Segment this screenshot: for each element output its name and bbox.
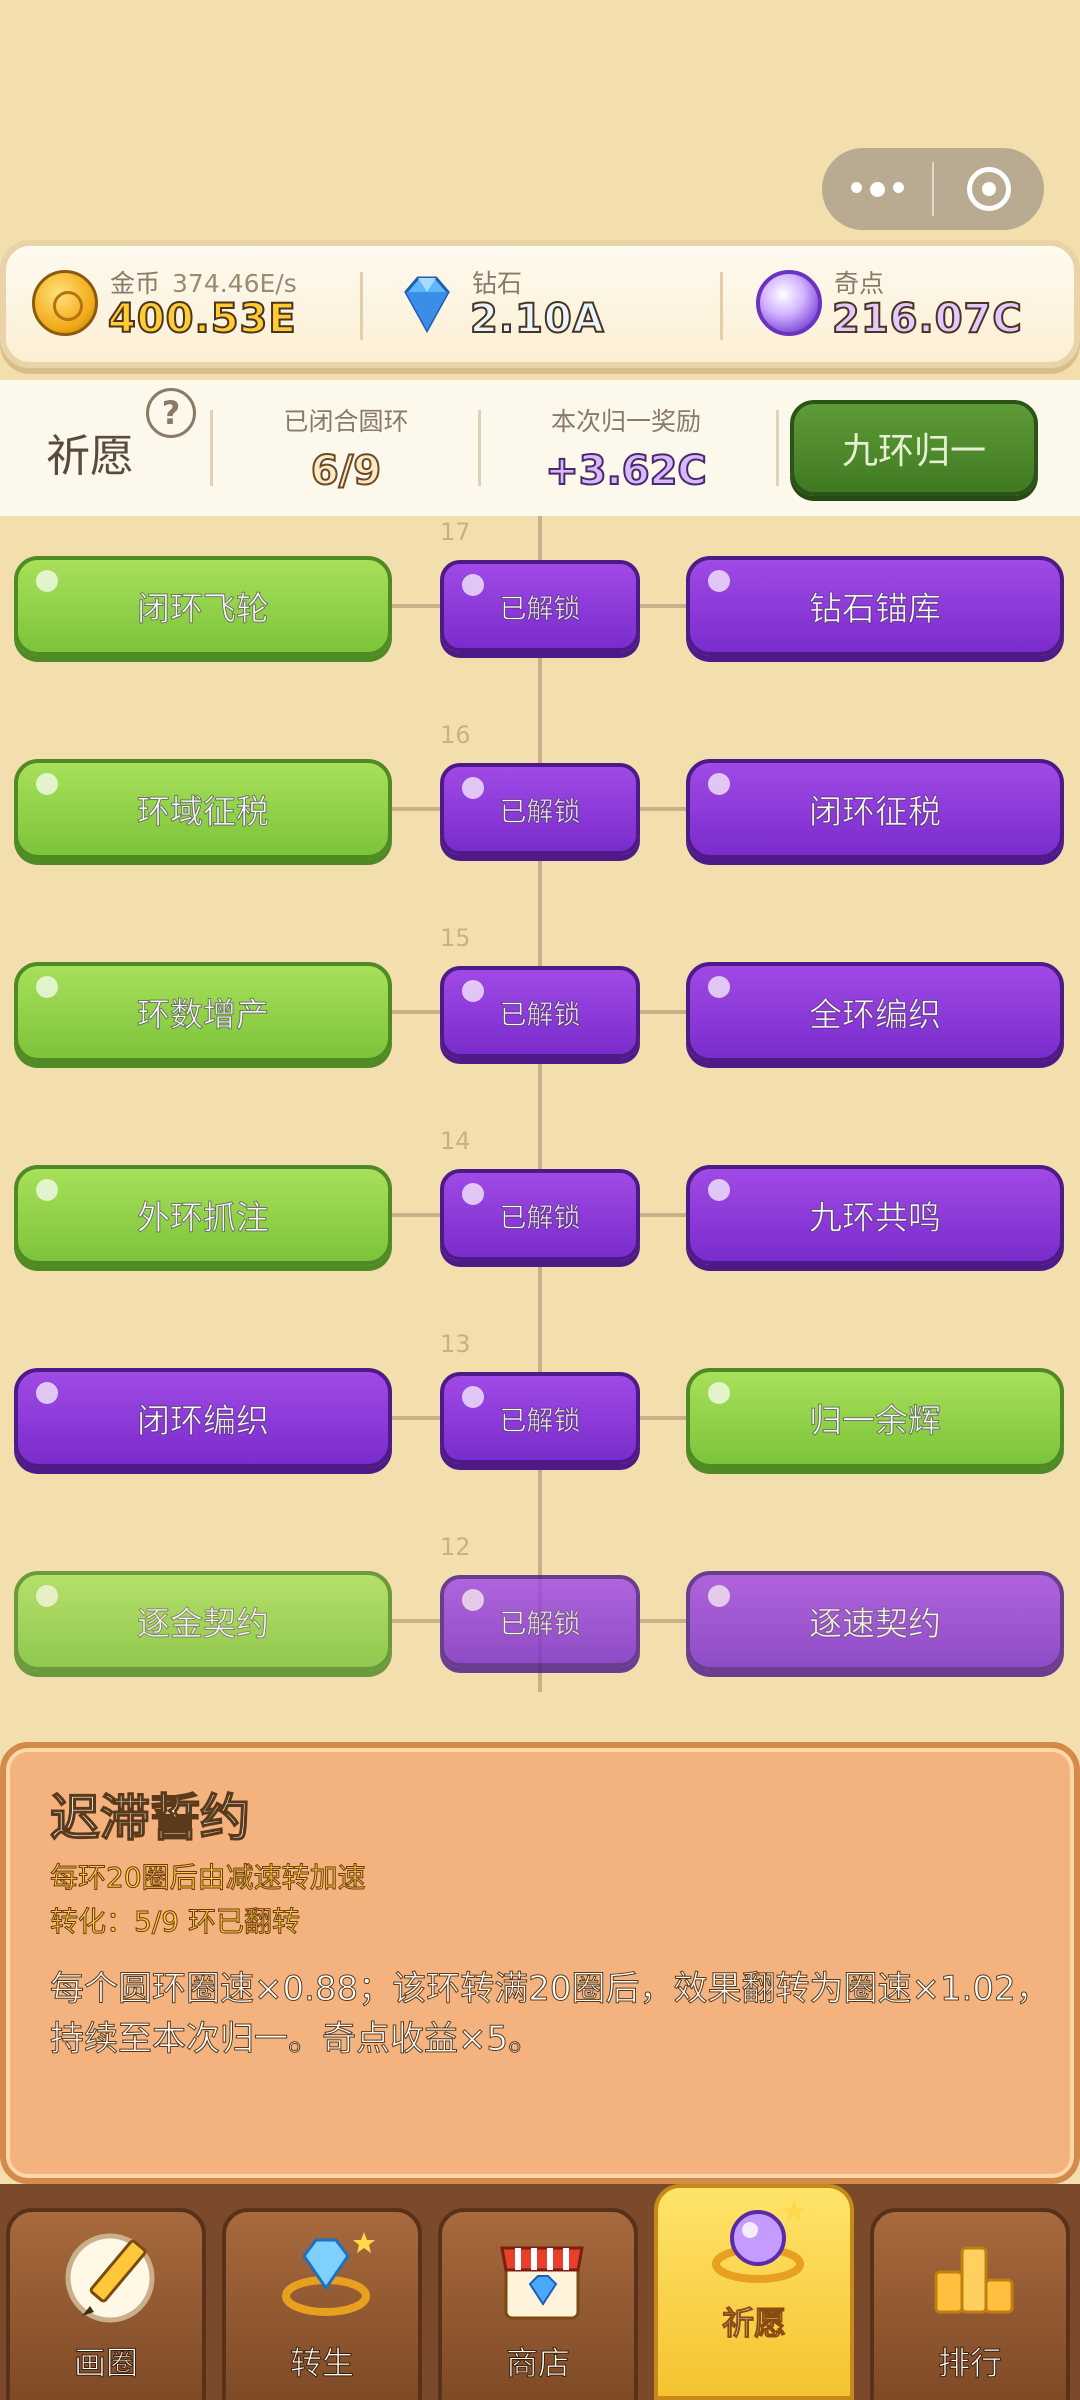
tree-row: 13 闭环编织 已解锁 归一余辉 bbox=[0, 1330, 1080, 1468]
gold-label: 金币 bbox=[110, 269, 161, 298]
tab-2[interactable]: 商店 bbox=[438, 2208, 638, 2400]
reward-value: +3.62C bbox=[544, 447, 708, 495]
tree-node-left[interactable]: 闭环编织 bbox=[14, 1368, 392, 1468]
tree-connector bbox=[392, 604, 440, 608]
detail-line-1: 每环20圈后由减速转加速 bbox=[50, 1861, 367, 1895]
diamond-ring-icon bbox=[276, 2226, 376, 2326]
tree-node-left[interactable]: 外环抓注 bbox=[14, 1165, 392, 1265]
tree-node-right[interactable]: 逐速契约 bbox=[686, 1571, 1064, 1671]
tree-level: 13 bbox=[440, 1330, 471, 1358]
unify-reward-stat: 本次归一奖励 +3.62C bbox=[506, 402, 746, 495]
tree-node-status[interactable]: 已解锁 bbox=[440, 560, 640, 652]
tree-node-right[interactable]: 归一余辉 bbox=[686, 1368, 1064, 1468]
tree-node-right[interactable]: 闭环征税 bbox=[686, 759, 1064, 859]
tree-connector bbox=[640, 1010, 686, 1014]
currency-bar: 金币 374.46E/s 400.53E 钻石 2.10A 奇点 216.07C bbox=[0, 240, 1080, 368]
tree-connector bbox=[640, 604, 686, 608]
tree-node-left[interactable]: 闭环飞轮 bbox=[14, 556, 392, 656]
tree-connector bbox=[640, 807, 686, 811]
tree-connector bbox=[392, 1619, 440, 1623]
closed-rings-stat: 已闭合圆环 6/9 bbox=[226, 402, 466, 495]
tree-node-left[interactable]: 逐金契约 bbox=[14, 1571, 392, 1671]
tree-connector bbox=[392, 807, 440, 811]
tree-connector bbox=[392, 1213, 440, 1217]
tree-connector bbox=[640, 1619, 686, 1623]
tree-row: 17 闭环飞轮 已解锁 钻石锚库 bbox=[0, 518, 1080, 656]
tree-level: 15 bbox=[440, 924, 471, 952]
gold-coin-icon bbox=[32, 270, 98, 336]
odd-point-orb-icon bbox=[756, 270, 822, 336]
closed-rings-value: 6/9 bbox=[310, 447, 382, 495]
tab-label: 画圈 bbox=[73, 2344, 138, 2383]
prayer-info-bar: 祈愿 ? 已闭合圆环 6/9 本次归一奖励 +3.62C 九环归一 bbox=[0, 380, 1080, 516]
closed-rings-label: 已闭合圆环 bbox=[283, 407, 409, 436]
info-divider bbox=[210, 410, 213, 486]
capsule-divider bbox=[932, 162, 934, 216]
pencil-icon bbox=[60, 2226, 160, 2326]
skill-tree[interactable]: 17 闭环飞轮 已解锁 钻石锚库 16 环域征税 已解锁 闭环征税 15 环数增… bbox=[0, 516, 1080, 1692]
tab-3[interactable]: 祈愿 bbox=[654, 2184, 854, 2400]
tree-level: 14 bbox=[440, 1127, 471, 1155]
tree-node-right[interactable]: 全环编织 bbox=[686, 962, 1064, 1062]
close-miniprogram-icon[interactable] bbox=[934, 167, 1044, 211]
tree-row: 16 环域征税 已解锁 闭环征税 bbox=[0, 721, 1080, 859]
more-menu-icon[interactable] bbox=[822, 181, 932, 197]
shop-icon bbox=[492, 2226, 592, 2326]
tree-trunk bbox=[538, 516, 542, 1692]
prayer-title: 祈愿 bbox=[46, 431, 134, 482]
tree-row: 15 环数增产 已解锁 全环编织 bbox=[0, 924, 1080, 1062]
unify-button[interactable]: 九环归一 bbox=[790, 400, 1038, 496]
tab-label: 排行 bbox=[937, 2344, 1002, 2383]
detail-panel: 迟滞誓约 每环20圈后由减速转加速 转化：5/9 环已翻转 每个圆环圈速×0.8… bbox=[0, 1742, 1080, 2184]
tab-0[interactable]: 画圈 bbox=[6, 2208, 206, 2400]
tree-node-status[interactable]: 已解锁 bbox=[440, 966, 640, 1058]
tab-label: 商店 bbox=[505, 2344, 570, 2383]
diamond-icon bbox=[404, 276, 450, 334]
diamond-label: 钻石 bbox=[472, 269, 523, 298]
tree-row: 12 逐金契约 已解锁 逐速契约 bbox=[0, 1533, 1080, 1671]
currency-divider bbox=[360, 272, 363, 340]
tree-node-left[interactable]: 环数增产 bbox=[14, 962, 392, 1062]
tree-node-status[interactable]: 已解锁 bbox=[440, 1169, 640, 1261]
tab-label: 转生 bbox=[289, 2344, 354, 2383]
tree-node-status[interactable]: 已解锁 bbox=[440, 763, 640, 855]
tree-level: 16 bbox=[440, 721, 471, 749]
detail-line-2: 转化：5/9 环已翻转 bbox=[50, 1905, 301, 1939]
currency-divider bbox=[720, 272, 723, 340]
tree-node-status[interactable]: 已解锁 bbox=[440, 1372, 640, 1464]
tab-4[interactable]: 排行 bbox=[870, 2208, 1070, 2400]
help-icon[interactable]: ? bbox=[146, 388, 196, 438]
gold-rate: 374.46E/s bbox=[172, 269, 297, 298]
tree-connector bbox=[392, 1010, 440, 1014]
tree-connector bbox=[640, 1213, 686, 1217]
tab-1[interactable]: 转生 bbox=[222, 2208, 422, 2400]
tree-node-left[interactable]: 环域征税 bbox=[14, 759, 392, 859]
odd-point-value: 216.07C bbox=[831, 295, 1023, 343]
miniprogram-capsule bbox=[822, 148, 1044, 230]
tree-node-right[interactable]: 钻石锚库 bbox=[686, 556, 1064, 656]
gold-value: 400.53E bbox=[107, 295, 297, 343]
podium-icon bbox=[924, 2226, 1024, 2326]
detail-title: 迟滞誓约 bbox=[49, 1788, 252, 1849]
tree-level: 12 bbox=[440, 1533, 471, 1561]
info-divider bbox=[478, 410, 481, 486]
tree-node-right[interactable]: 九环共鸣 bbox=[686, 1165, 1064, 1265]
tree-connector bbox=[392, 1416, 440, 1420]
detail-body: 每个圆环圈速×0.88；该环转满20圈后，效果翻转为圈速×1.02，持续至本次归… bbox=[50, 1969, 1051, 2060]
odd-point-label: 奇点 bbox=[834, 269, 885, 298]
tree-level: 17 bbox=[440, 518, 471, 546]
orb-ring-icon bbox=[708, 2194, 808, 2294]
tree-node-status[interactable]: 已解锁 bbox=[440, 1575, 640, 1667]
tab-label: 祈愿 bbox=[721, 2303, 787, 2343]
info-divider bbox=[776, 410, 779, 486]
tree-connector bbox=[640, 1416, 686, 1420]
bottom-nav: 画圈 转生 商店 祈愿 排行 bbox=[0, 2184, 1080, 2400]
reward-label: 本次归一奖励 bbox=[550, 407, 701, 436]
diamond-value: 2.10A bbox=[469, 295, 605, 343]
tree-row: 14 外环抓注 已解锁 九环共鸣 bbox=[0, 1127, 1080, 1265]
